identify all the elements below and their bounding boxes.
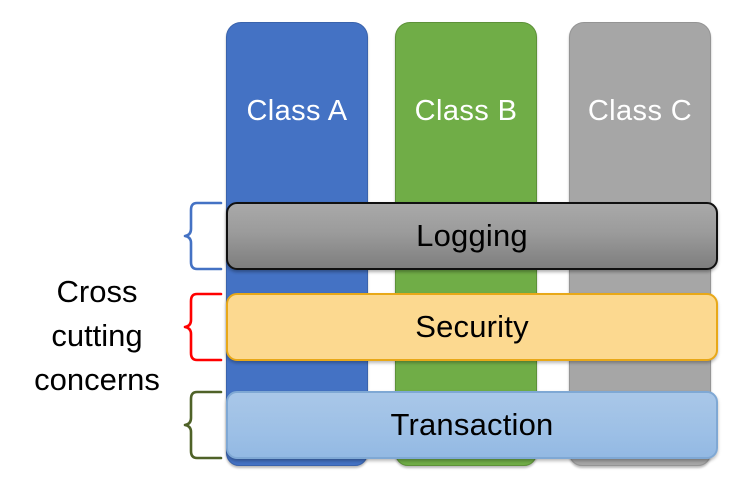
brace-transaction-icon xyxy=(183,390,223,460)
class-c-label: Class C xyxy=(587,95,693,127)
caption-line-3: concerns xyxy=(34,362,160,397)
concern-security-label: Security xyxy=(415,309,529,344)
concern-transaction-label: Transaction xyxy=(390,407,554,442)
concern-bar-transaction[interactable]: Transaction xyxy=(226,391,718,459)
brace-security-icon xyxy=(183,292,223,362)
class-a-label: Class A xyxy=(246,95,348,127)
caption-line-2: cutting xyxy=(51,318,143,353)
concern-bar-security[interactable]: Security xyxy=(226,293,718,361)
caption-line-1: Cross xyxy=(56,274,138,309)
cross-cutting-concerns-caption: Cross cutting concerns xyxy=(18,270,176,402)
brace-logging-icon xyxy=(183,201,223,271)
class-b-label: Class B xyxy=(414,95,518,127)
concern-logging-label: Logging xyxy=(416,218,528,253)
concern-bar-logging[interactable]: Logging xyxy=(226,202,718,270)
